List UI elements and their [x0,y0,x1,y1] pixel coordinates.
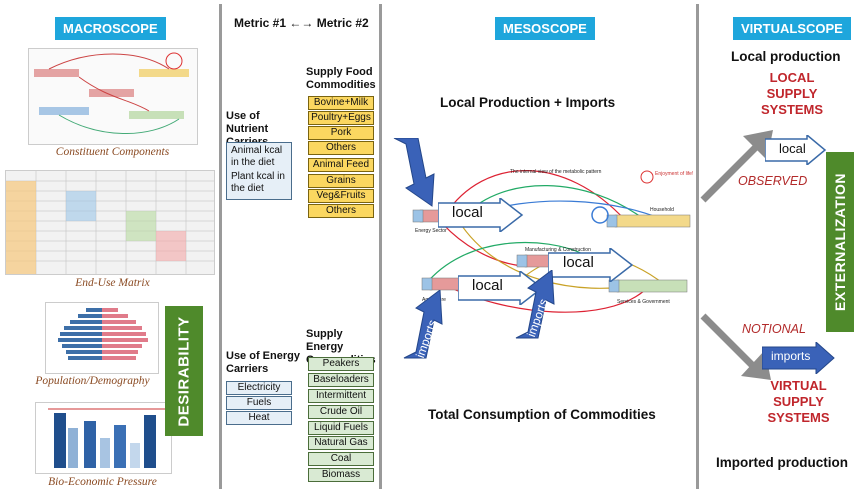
imports-label-virtual: imports [771,349,811,363]
food-item: Pork [308,126,374,140]
energy-carriers-title: Use of Energy Carriers [226,350,300,375]
imports-arrow-virtual [762,342,835,374]
local-label-virtual: local [779,141,806,156]
population-pyramid-thumbnail [45,302,159,374]
caption-end-use-matrix: End-Use Matrix [75,277,150,289]
energy-carrier-item: Fuels [226,396,292,410]
sector-manufacturing: Manufacturing & Construction [525,247,591,253]
caption-constituent-components: Constituent Components [55,146,170,158]
constituent-components-graphic [34,52,189,134]
energy-supply-item: Intermittent [308,389,374,403]
externalization-text: EXTERNALIZATION [832,173,848,311]
nutrient-item-plant: Plant kcal in the diet [231,171,285,194]
desirability-text: DESIRABILITY [175,315,193,427]
energy-supply-item: Liquid Fuels [308,421,374,435]
local-production-text: Local production [731,49,841,64]
separator-2 [379,4,382,489]
constituent-components-thumbnail [28,48,198,145]
virtual-supply-systems: VIRTUAL SUPPLY SYSTEMS [767,378,830,425]
imported-production-text: Imported production [716,455,848,470]
virtualscope-header: VIRTUALSCOPE [733,17,851,40]
energy-supply-item: Biomass [308,468,374,482]
diagram-title: The internal view of the metabolic patte… [510,169,602,175]
bio-economic-pressure-thumbnail [35,402,172,474]
food-commodities-title: Supply Food Commodities [306,66,376,91]
mesoscope-bottom-text: Total Consumption of Commodities [428,407,656,422]
separator-3 [696,4,699,489]
externalization-label: EXTERNALIZATION [826,152,854,332]
food-item: Animal Feed [308,158,374,172]
food-item: Others [308,204,374,218]
bio-economic-pressure-graphic [48,408,168,468]
energy-supply-item: Baseloaders [308,373,374,387]
local-label-3: local [472,277,503,294]
food-item: Poultry+Eggs [308,111,374,125]
separator-1 [219,4,222,489]
food-item: Veg&Fruits [308,189,374,203]
caption-bio-economic-pressure: Bio-Economic Pressure [48,476,157,488]
sector-household: Household [650,207,674,213]
desirability-label: DESIRABILITY [165,306,203,436]
mesoscope-header: MESOSCOPE [495,17,595,40]
energy-carrier-item: Heat [226,411,292,425]
caption-population-demography: Population/Demography [35,375,150,387]
nutrient-item-animal: Animal kcal in the diet [231,145,283,168]
food-item: Others [308,141,374,155]
energy-carrier-item: Electricity [226,381,292,395]
local-arrow-3 [458,271,544,305]
population-pyramid-graphic [58,308,148,360]
energy-supply-item: Natural Gas [308,436,374,450]
local-arrow-1 [438,198,524,232]
end-use-matrix-thumbnail [5,170,215,275]
imports-arrow-2 [403,290,443,359]
enjoyment-label: Enjoyment of life! [655,171,693,177]
energy-supply-item: Crude Oil [308,405,374,419]
end-use-matrix-graphic [6,171,214,274]
imports-arrow-1 [393,138,435,207]
food-item: Bovine+Milk [308,96,374,110]
local-arrow-virtual [765,135,827,165]
food-item: Grains [308,174,374,188]
imports-arrow-3 [515,270,555,339]
metric-header: Metric #1 ←→ Metric #2 [234,16,369,30]
local-arrow-2 [548,248,634,282]
energy-supply-item: Coal [308,452,374,466]
local-label-1: local [452,204,483,221]
sector-energy: Energy Sector [415,228,447,234]
local-supply-systems: LOCAL SUPPLY SYSTEMS [760,70,824,117]
local-label-2: local [563,254,594,271]
energy-supply-item: Peakers [308,357,374,371]
nutrient-carriers-box: Animal kcal in the diet Plant kcal in th… [226,142,292,200]
observed-label: OBSERVED [738,174,808,188]
sector-services: Services & Government [617,299,670,305]
notional-label: NOTIONAL [742,322,806,336]
macroscope-header: MACROSCOPE [55,17,166,40]
mesoscope-top-text: Local Production + Imports [440,95,616,110]
